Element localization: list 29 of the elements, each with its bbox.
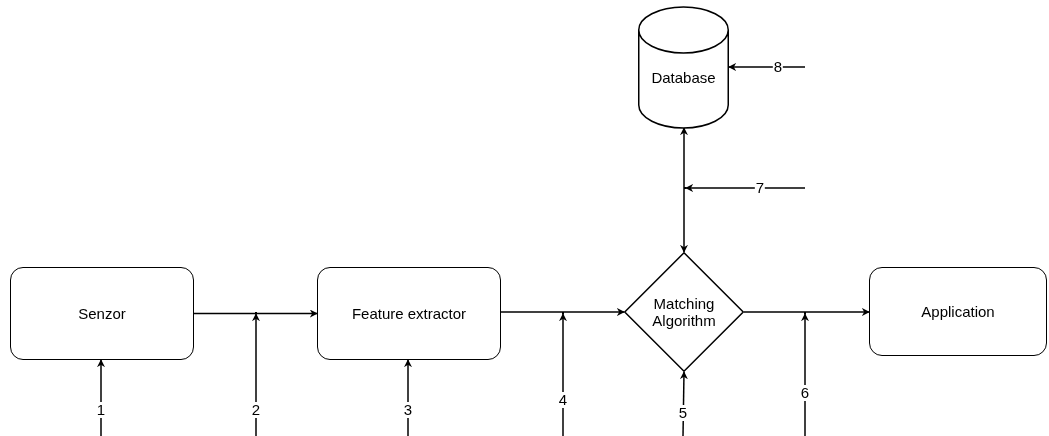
arrow bbox=[559, 313, 567, 436]
arrow bbox=[680, 127, 688, 253]
edge-label: 5 bbox=[677, 405, 689, 421]
edge-label: 6 bbox=[799, 385, 811, 401]
arrow bbox=[743, 308, 870, 316]
node-label: Matching Algorithm bbox=[651, 295, 717, 329]
edge-label: 8 bbox=[772, 59, 784, 75]
arrow bbox=[801, 313, 809, 436]
edge-label: 7 bbox=[754, 180, 766, 196]
node-label: Application bbox=[921, 303, 995, 320]
arrow bbox=[728, 63, 806, 71]
database-cylinder bbox=[638, 7, 729, 128]
arrow bbox=[193, 309, 318, 318]
arrow bbox=[679, 371, 688, 436]
node-label: Feature extractor bbox=[351, 305, 467, 322]
edge-label: 2 bbox=[250, 402, 262, 418]
process-box bbox=[10, 267, 194, 360]
edge-label: 3 bbox=[402, 402, 414, 418]
process-box bbox=[317, 267, 501, 360]
edge-label: 4 bbox=[557, 392, 569, 408]
process-box bbox=[869, 267, 1047, 356]
decision-diamond bbox=[624, 252, 744, 372]
node-label: Senzor bbox=[78, 305, 126, 322]
arrow bbox=[685, 184, 806, 192]
arrow bbox=[500, 308, 625, 316]
arrow bbox=[404, 359, 412, 436]
edge-label: 1 bbox=[95, 402, 107, 418]
arrow bbox=[252, 313, 260, 436]
node-label: Database bbox=[651, 69, 716, 86]
